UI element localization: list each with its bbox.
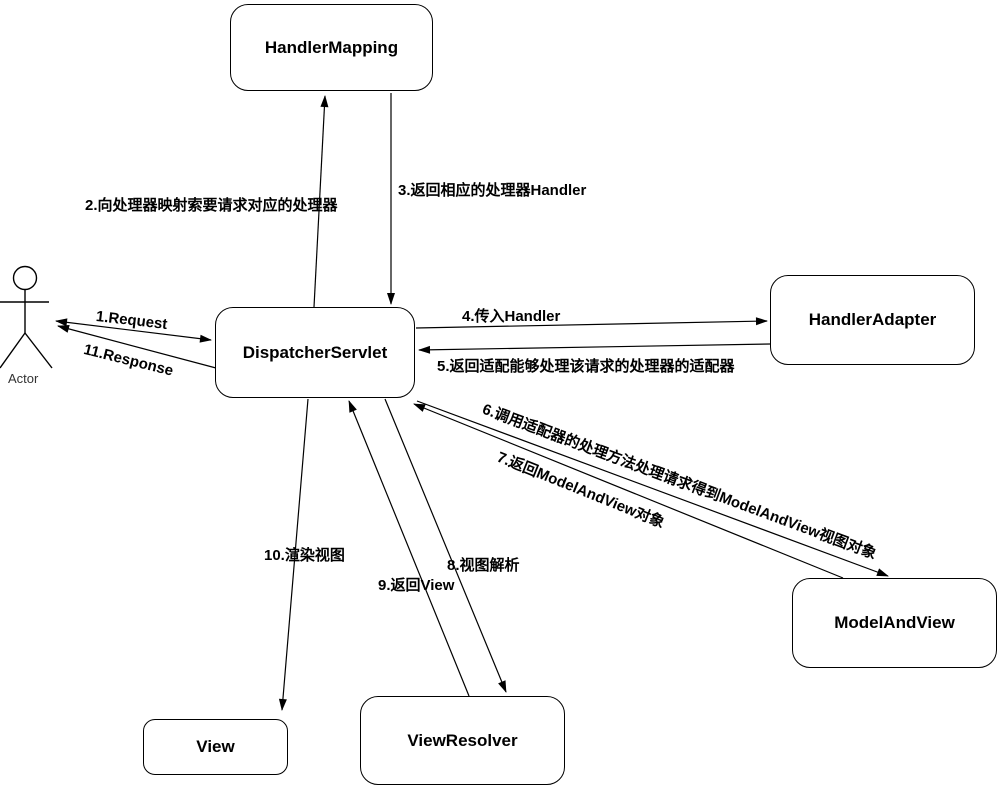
edge-1-request xyxy=(55,318,212,343)
node-handler-mapping: HandlerMapping xyxy=(230,4,433,91)
edge-9-to-dispatcher xyxy=(348,400,470,697)
edge-10-to-view xyxy=(278,398,309,711)
edge-label-4: 4.传入Handler xyxy=(462,308,561,325)
node-view: View xyxy=(143,719,288,775)
node-model-and-view: ModelAndView xyxy=(792,578,997,668)
edge-4-to-handler-adapter xyxy=(415,317,768,329)
edge-6-to-model-and-view xyxy=(416,400,889,577)
edge-2-to-handler-mapping xyxy=(313,95,329,308)
actor-leg-left xyxy=(0,332,26,369)
actor-label: Actor xyxy=(8,371,39,386)
edge-label-3: 3.返回相应的处理器Handler xyxy=(398,182,587,199)
edge-5-to-dispatcher xyxy=(418,343,771,354)
edge-label-2: 2.向处理器映射索要请求对应的处理器 xyxy=(85,197,338,214)
actor-head xyxy=(12,265,38,291)
node-view-resolver: ViewResolver xyxy=(360,696,565,785)
edge-7-to-dispatcher xyxy=(413,403,844,579)
node-dispatcher-servlet: DispatcherServlet xyxy=(215,307,415,398)
node-handler-adapter: HandlerAdapter xyxy=(770,275,975,365)
actor-figure xyxy=(0,265,53,369)
edge-label-9: 9.返回View xyxy=(378,577,455,594)
edge-label-8: 8.视图解析 xyxy=(447,557,520,574)
edge-11-response xyxy=(57,324,217,369)
edge-label-10: 10.渲染视图 xyxy=(264,547,345,564)
edge-label-5: 5.返回适配能够处理该请求的处理器的适配器 xyxy=(437,358,735,375)
edge-8-to-view-resolver xyxy=(384,398,507,693)
actor-leg-right xyxy=(24,332,53,369)
